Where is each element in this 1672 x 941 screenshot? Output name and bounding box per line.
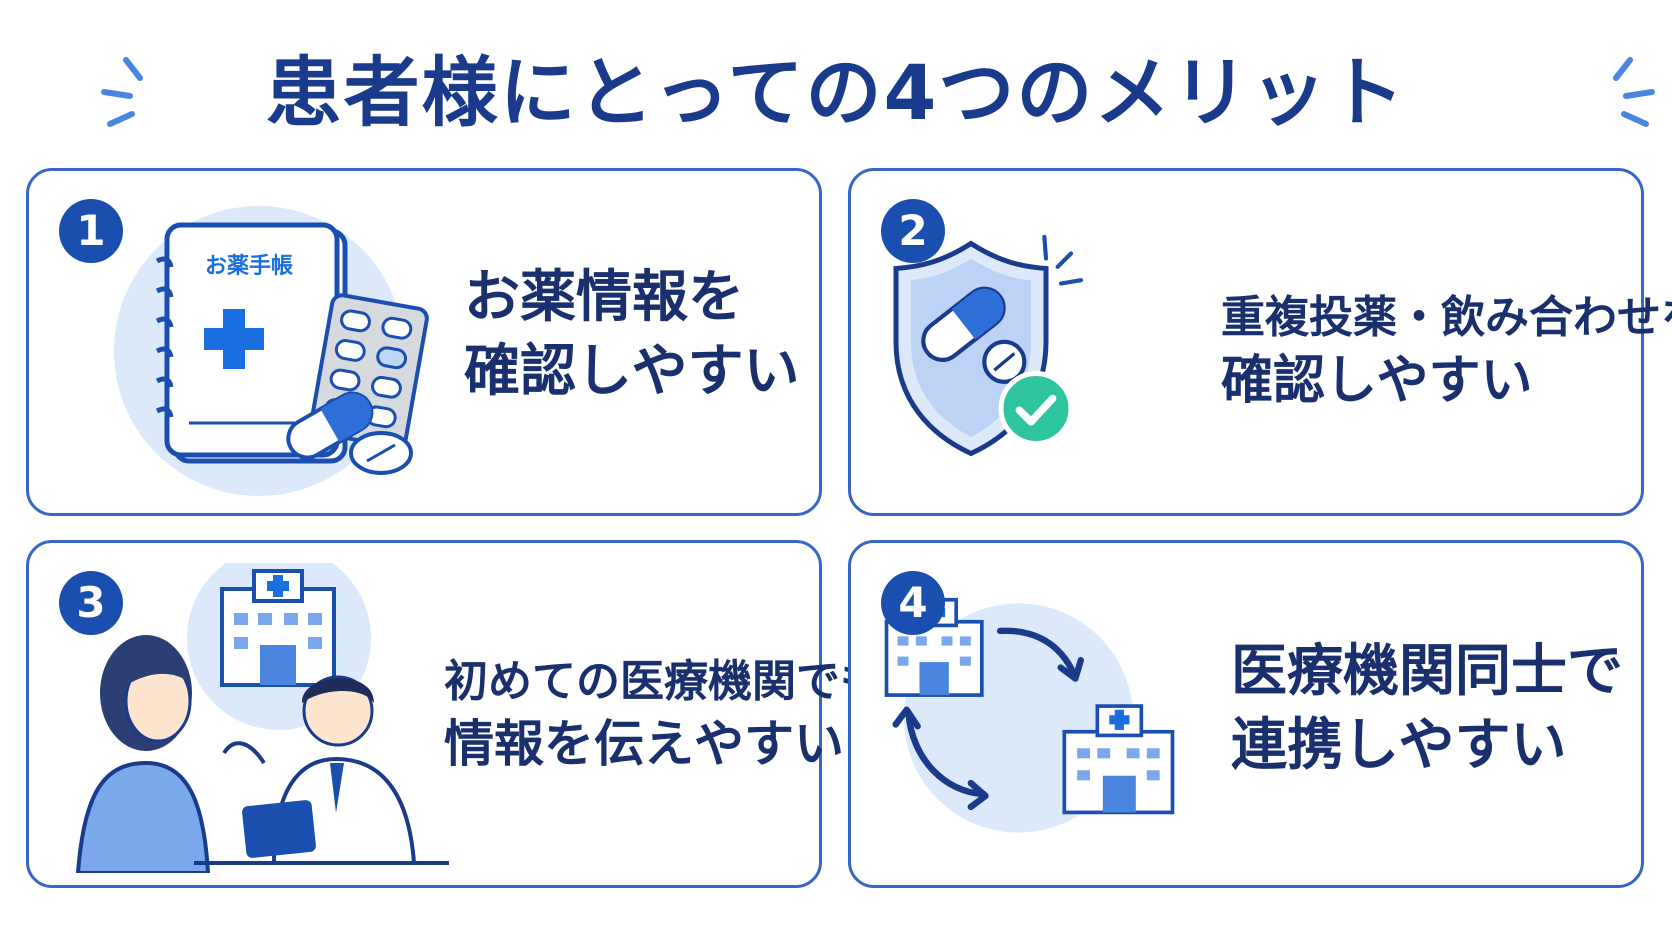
- check-icon: [998, 371, 1074, 446]
- sparkle-lines-left-icon: [101, 57, 143, 127]
- benefit-text-3: 初めての医療機関でも 情報を伝えやすい: [444, 653, 884, 777]
- benefit-text-line1: 医療機関同士で: [1231, 639, 1623, 704]
- medicine-notebook-icon: お薬手帳: [155, 222, 348, 464]
- benefit-text-2: 重複投薬・飲み合わせを 確認しやすい: [1221, 289, 1672, 416]
- capsule-icon: [286, 391, 374, 460]
- patient-icon: [75, 635, 211, 873]
- page-title: 患者様にとっての4つのメリット: [265, 48, 1407, 137]
- benefit-text-line2: 確認しやすい: [1221, 351, 1533, 412]
- benefit-number-3: 3: [59, 571, 123, 635]
- hospital-icon: [1062, 704, 1175, 815]
- medicine-notebook-illustration: お薬手帳: [114, 206, 429, 496]
- benefit-number-1: 1: [59, 199, 123, 263]
- sparkle-lines-icon: [1042, 234, 1084, 286]
- benefit-card-1: お薬手帳 1 お薬情報を 確認しやすい: [26, 168, 822, 516]
- benefit-text-line1: 初めての医療機関でも: [444, 656, 884, 707]
- benefit-number-4: 4: [881, 571, 945, 635]
- benefit-text-line2: 情報を伝えやすい: [444, 715, 844, 774]
- benefit-card-4: 4 医療機関同士で 連携しやすい: [848, 540, 1644, 888]
- svg-text:お薬手帳: お薬手帳: [205, 254, 293, 279]
- blister-pack-icon: [309, 293, 429, 449]
- benefit-card-3: 3 初めての医療機関でも 情報を伝えやすい: [26, 540, 884, 888]
- sparkle-lines-right-icon: [1613, 57, 1655, 127]
- benefit-text-1: お薬情報を 確認しやすい: [464, 261, 799, 409]
- benefit-number-2: 2: [881, 199, 945, 263]
- benefit-text-line1: 重複投薬・飲み合わせを: [1221, 292, 1672, 343]
- benefit-card-2: 2 重複投薬・飲み合わせを 確認しやすい: [848, 168, 1672, 516]
- capsule-icon: [921, 286, 1006, 362]
- benefit-text-line2: 確認しやすい: [464, 338, 800, 404]
- benefit-text-4: 医療機関同士で 連携しやすい: [1231, 635, 1623, 783]
- cycle-arrows-icon: [892, 627, 1085, 811]
- benefit-text-line1: お薬情報を: [464, 265, 744, 330]
- tablet-device-icon: [242, 800, 316, 858]
- shield-illustration: [893, 234, 1084, 457]
- consultation-illustration: [75, 563, 449, 873]
- benefit-text-line2: 連携しやすい: [1231, 712, 1567, 778]
- hospital-icon: [220, 569, 336, 687]
- hospital-network-illustration: [884, 597, 1175, 833]
- tablet-icon: [982, 339, 1027, 384]
- tablet-icon: [349, 431, 413, 475]
